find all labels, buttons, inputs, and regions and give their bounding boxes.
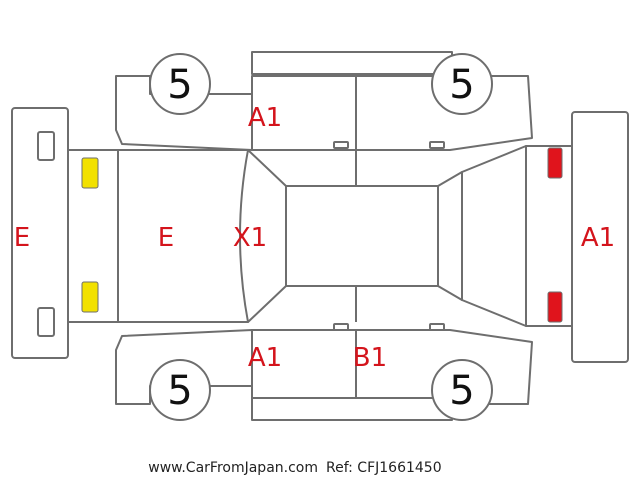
tire-front-right-value: 5	[167, 368, 192, 414]
left-front-door-handle	[333, 141, 349, 149]
rear-glass	[437, 171, 463, 301]
code-right-rear-door: B1	[353, 343, 387, 373]
front-left-fog-lamp	[37, 131, 55, 161]
rear-right-taillamp	[547, 291, 563, 323]
tire-front-right: 5	[149, 359, 211, 421]
code-front-bumper: E	[14, 223, 30, 253]
tire-rear-right-value: 5	[449, 368, 474, 414]
trunk-lid	[461, 145, 527, 327]
code-windshield: X1	[233, 223, 267, 253]
windshield	[239, 149, 287, 323]
hood	[117, 149, 249, 323]
right-roof-rail	[251, 397, 453, 421]
tire-rear-left-value: 5	[449, 62, 474, 108]
roof	[285, 185, 439, 287]
front-left-headlamp	[81, 157, 99, 189]
footer-ref: Ref: CFJ1661450	[326, 460, 442, 476]
footer-site: www.CarFromJapan.com	[148, 460, 318, 476]
left-roof-rail	[251, 51, 453, 75]
tire-front-left: 5	[149, 53, 211, 115]
code-hood: E	[158, 223, 174, 253]
right-front-door-handle	[333, 323, 349, 331]
tire-front-left-value: 5	[167, 62, 192, 108]
code-rear-bumper: A1	[581, 223, 615, 253]
code-right-front-door: A1	[248, 343, 282, 373]
right-rear-door-handle	[429, 323, 445, 331]
rear-left-taillamp	[547, 147, 563, 179]
front-right-fog-lamp	[37, 307, 55, 337]
top-view-body	[67, 145, 573, 327]
front-right-headlamp	[81, 281, 99, 313]
left-rear-door-handle	[429, 141, 445, 149]
code-left-front-door: A1	[248, 103, 282, 133]
tire-rear-right: 5	[431, 359, 493, 421]
tire-rear-left: 5	[431, 53, 493, 115]
